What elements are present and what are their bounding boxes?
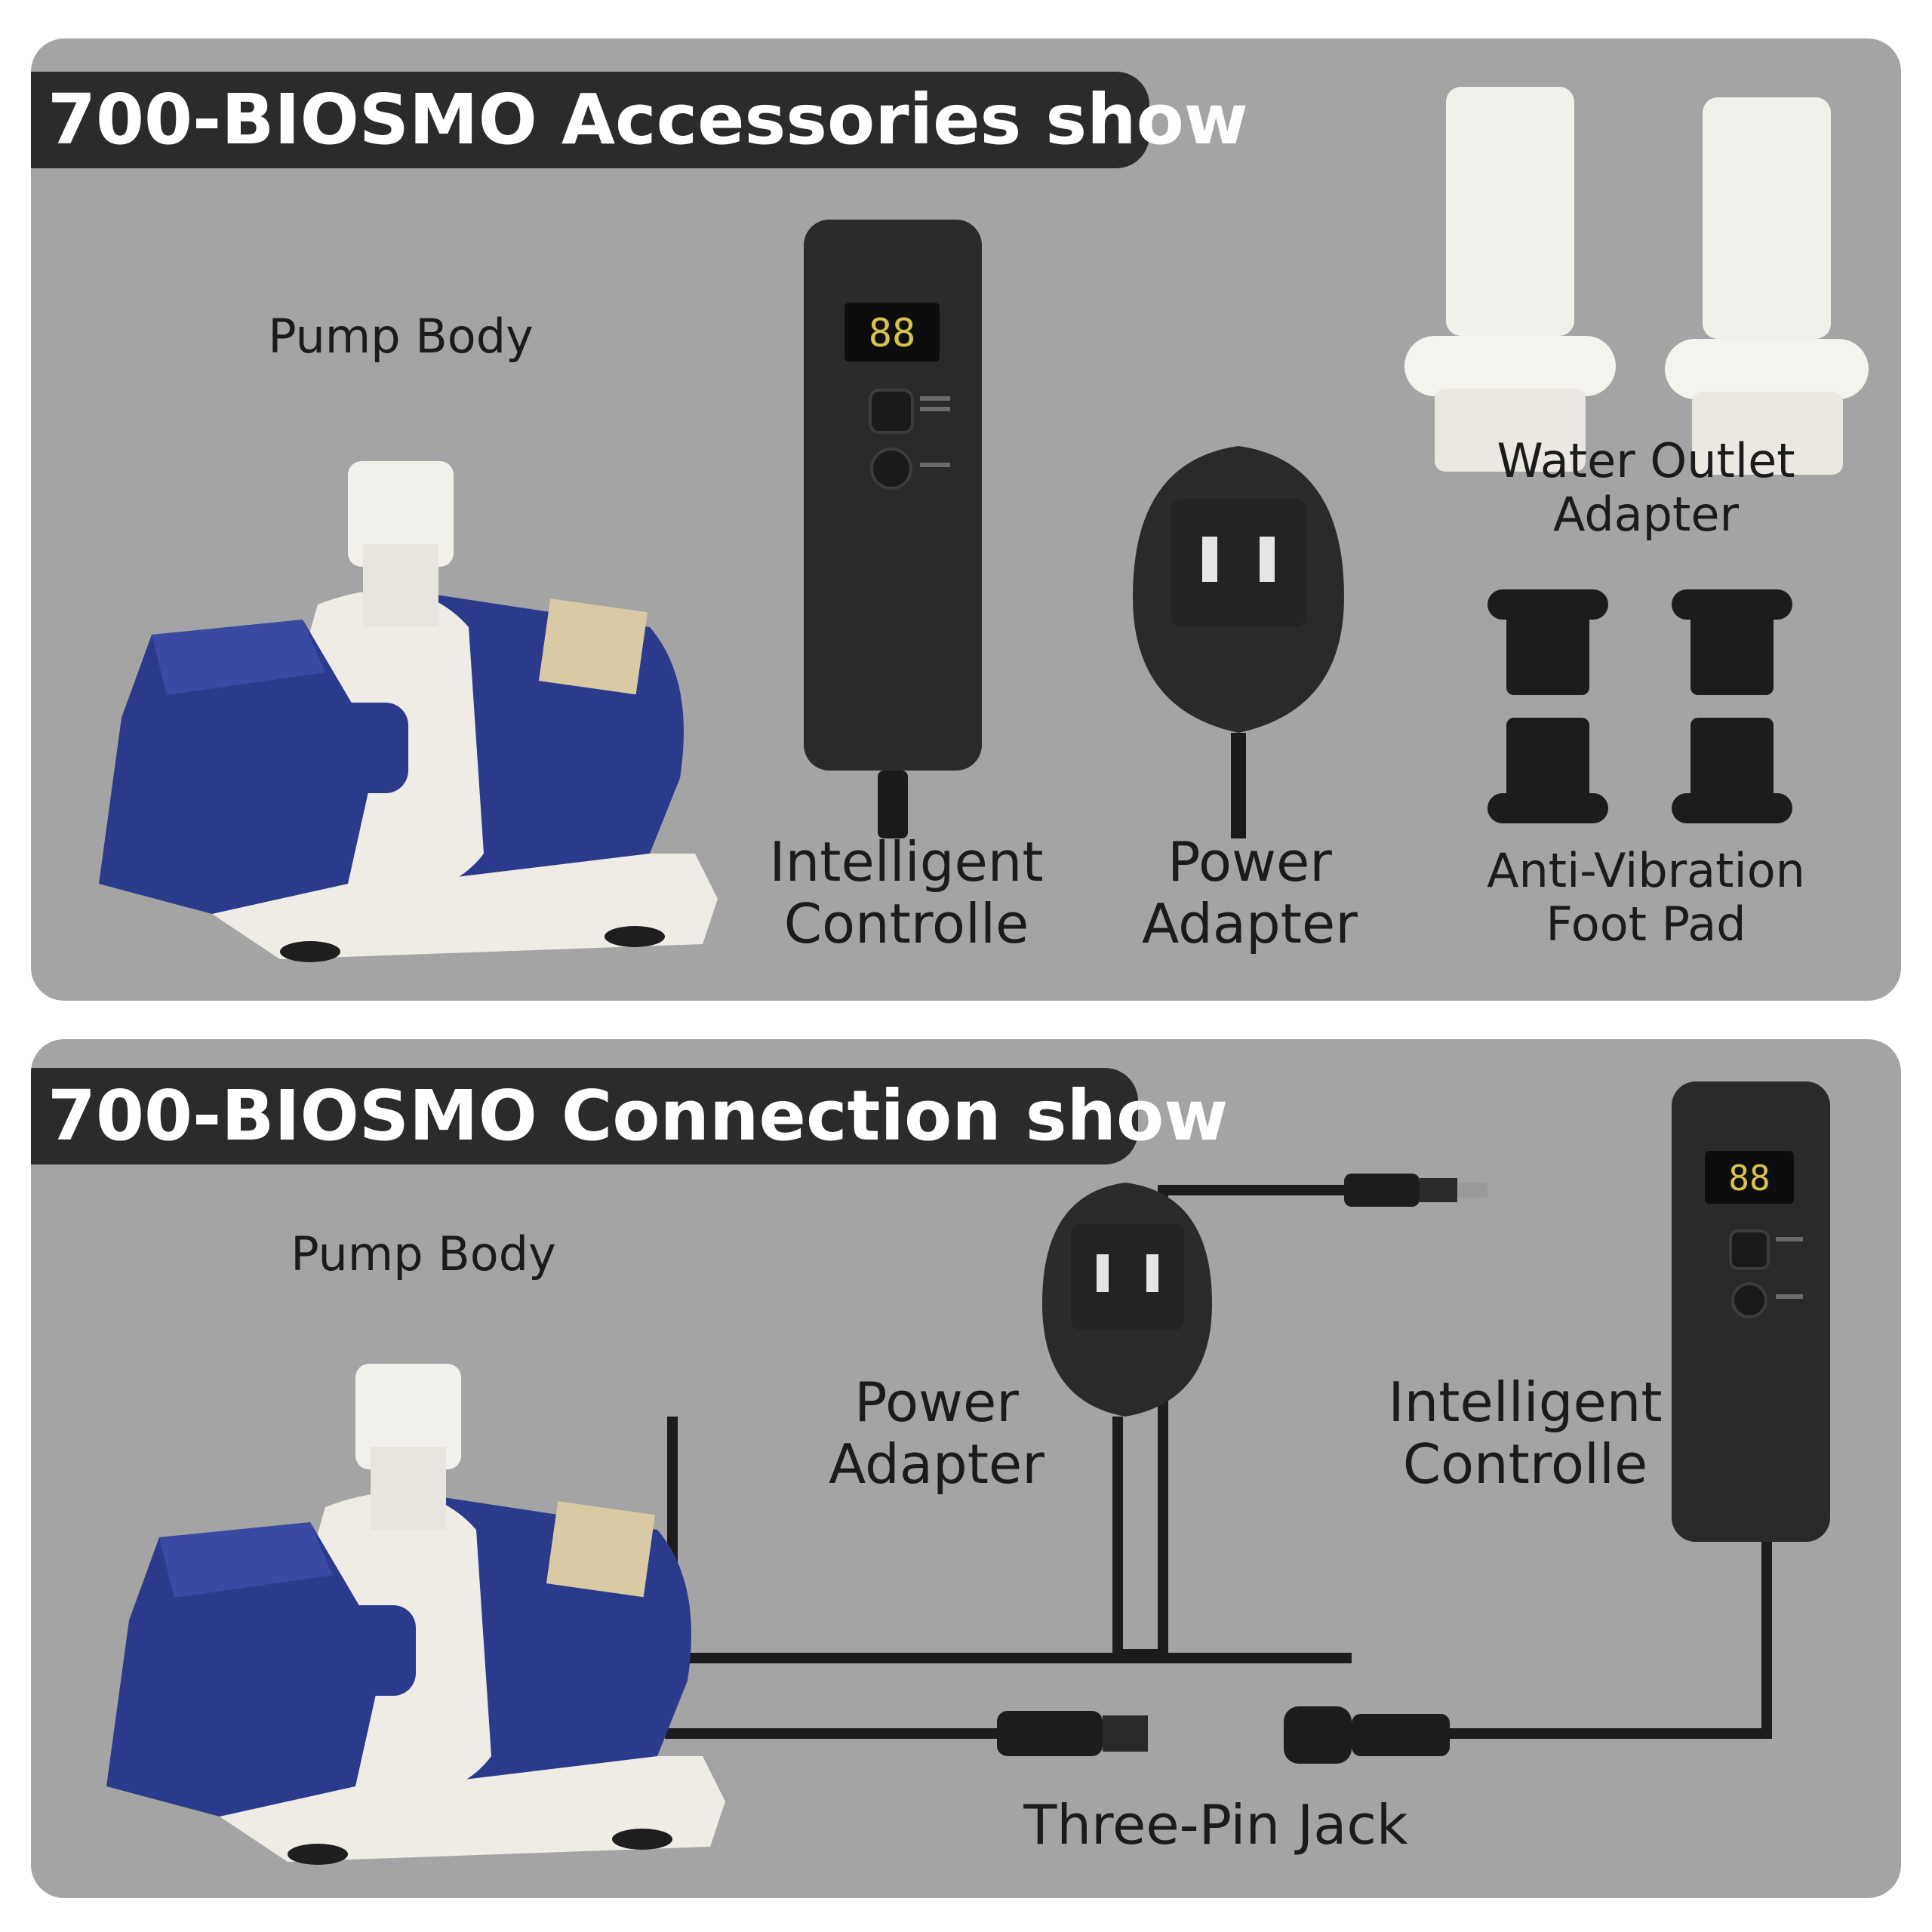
power-adapter-icon [1042, 1183, 1212, 1417]
controller-icon: 88 [1672, 1081, 1830, 1542]
foot-pad-icon [1487, 589, 1792, 823]
accessories-title: 700-BIOSMO Accessories show [31, 72, 1248, 168]
connector-icon [1284, 1706, 1450, 1764]
connector-icon [1344, 1174, 1487, 1207]
connection-illustration: 88 [106, 1081, 1830, 1865]
connector-icon [997, 1711, 1148, 1756]
accessories-panel: 700-BIOSMO Accessories show 88 [31, 38, 1901, 1001]
connection-panel: 700-BIOSMO Connection show [31, 1039, 1901, 1898]
accessories-illustration: 88 [99, 87, 1869, 962]
outlet-adapter-icon [1665, 97, 1869, 475]
jack-label: Three-Pin Jack [1023, 1793, 1408, 1857]
connection-title: 700-BIOSMO Connection show [31, 1068, 1228, 1164]
controller-icon: 88 [804, 220, 982, 838]
power-adapter-icon [1133, 446, 1344, 838]
controller-display: 88 [1728, 1158, 1770, 1198]
controller-display: 88 [869, 311, 916, 356]
pump-body-label: Pump Body [268, 309, 534, 364]
pump-icon [106, 1364, 725, 1865]
pump-body-label: Pump Body [291, 1226, 556, 1281]
pump-icon [99, 461, 718, 962]
outlet-adapter-icon [1404, 87, 1616, 472]
